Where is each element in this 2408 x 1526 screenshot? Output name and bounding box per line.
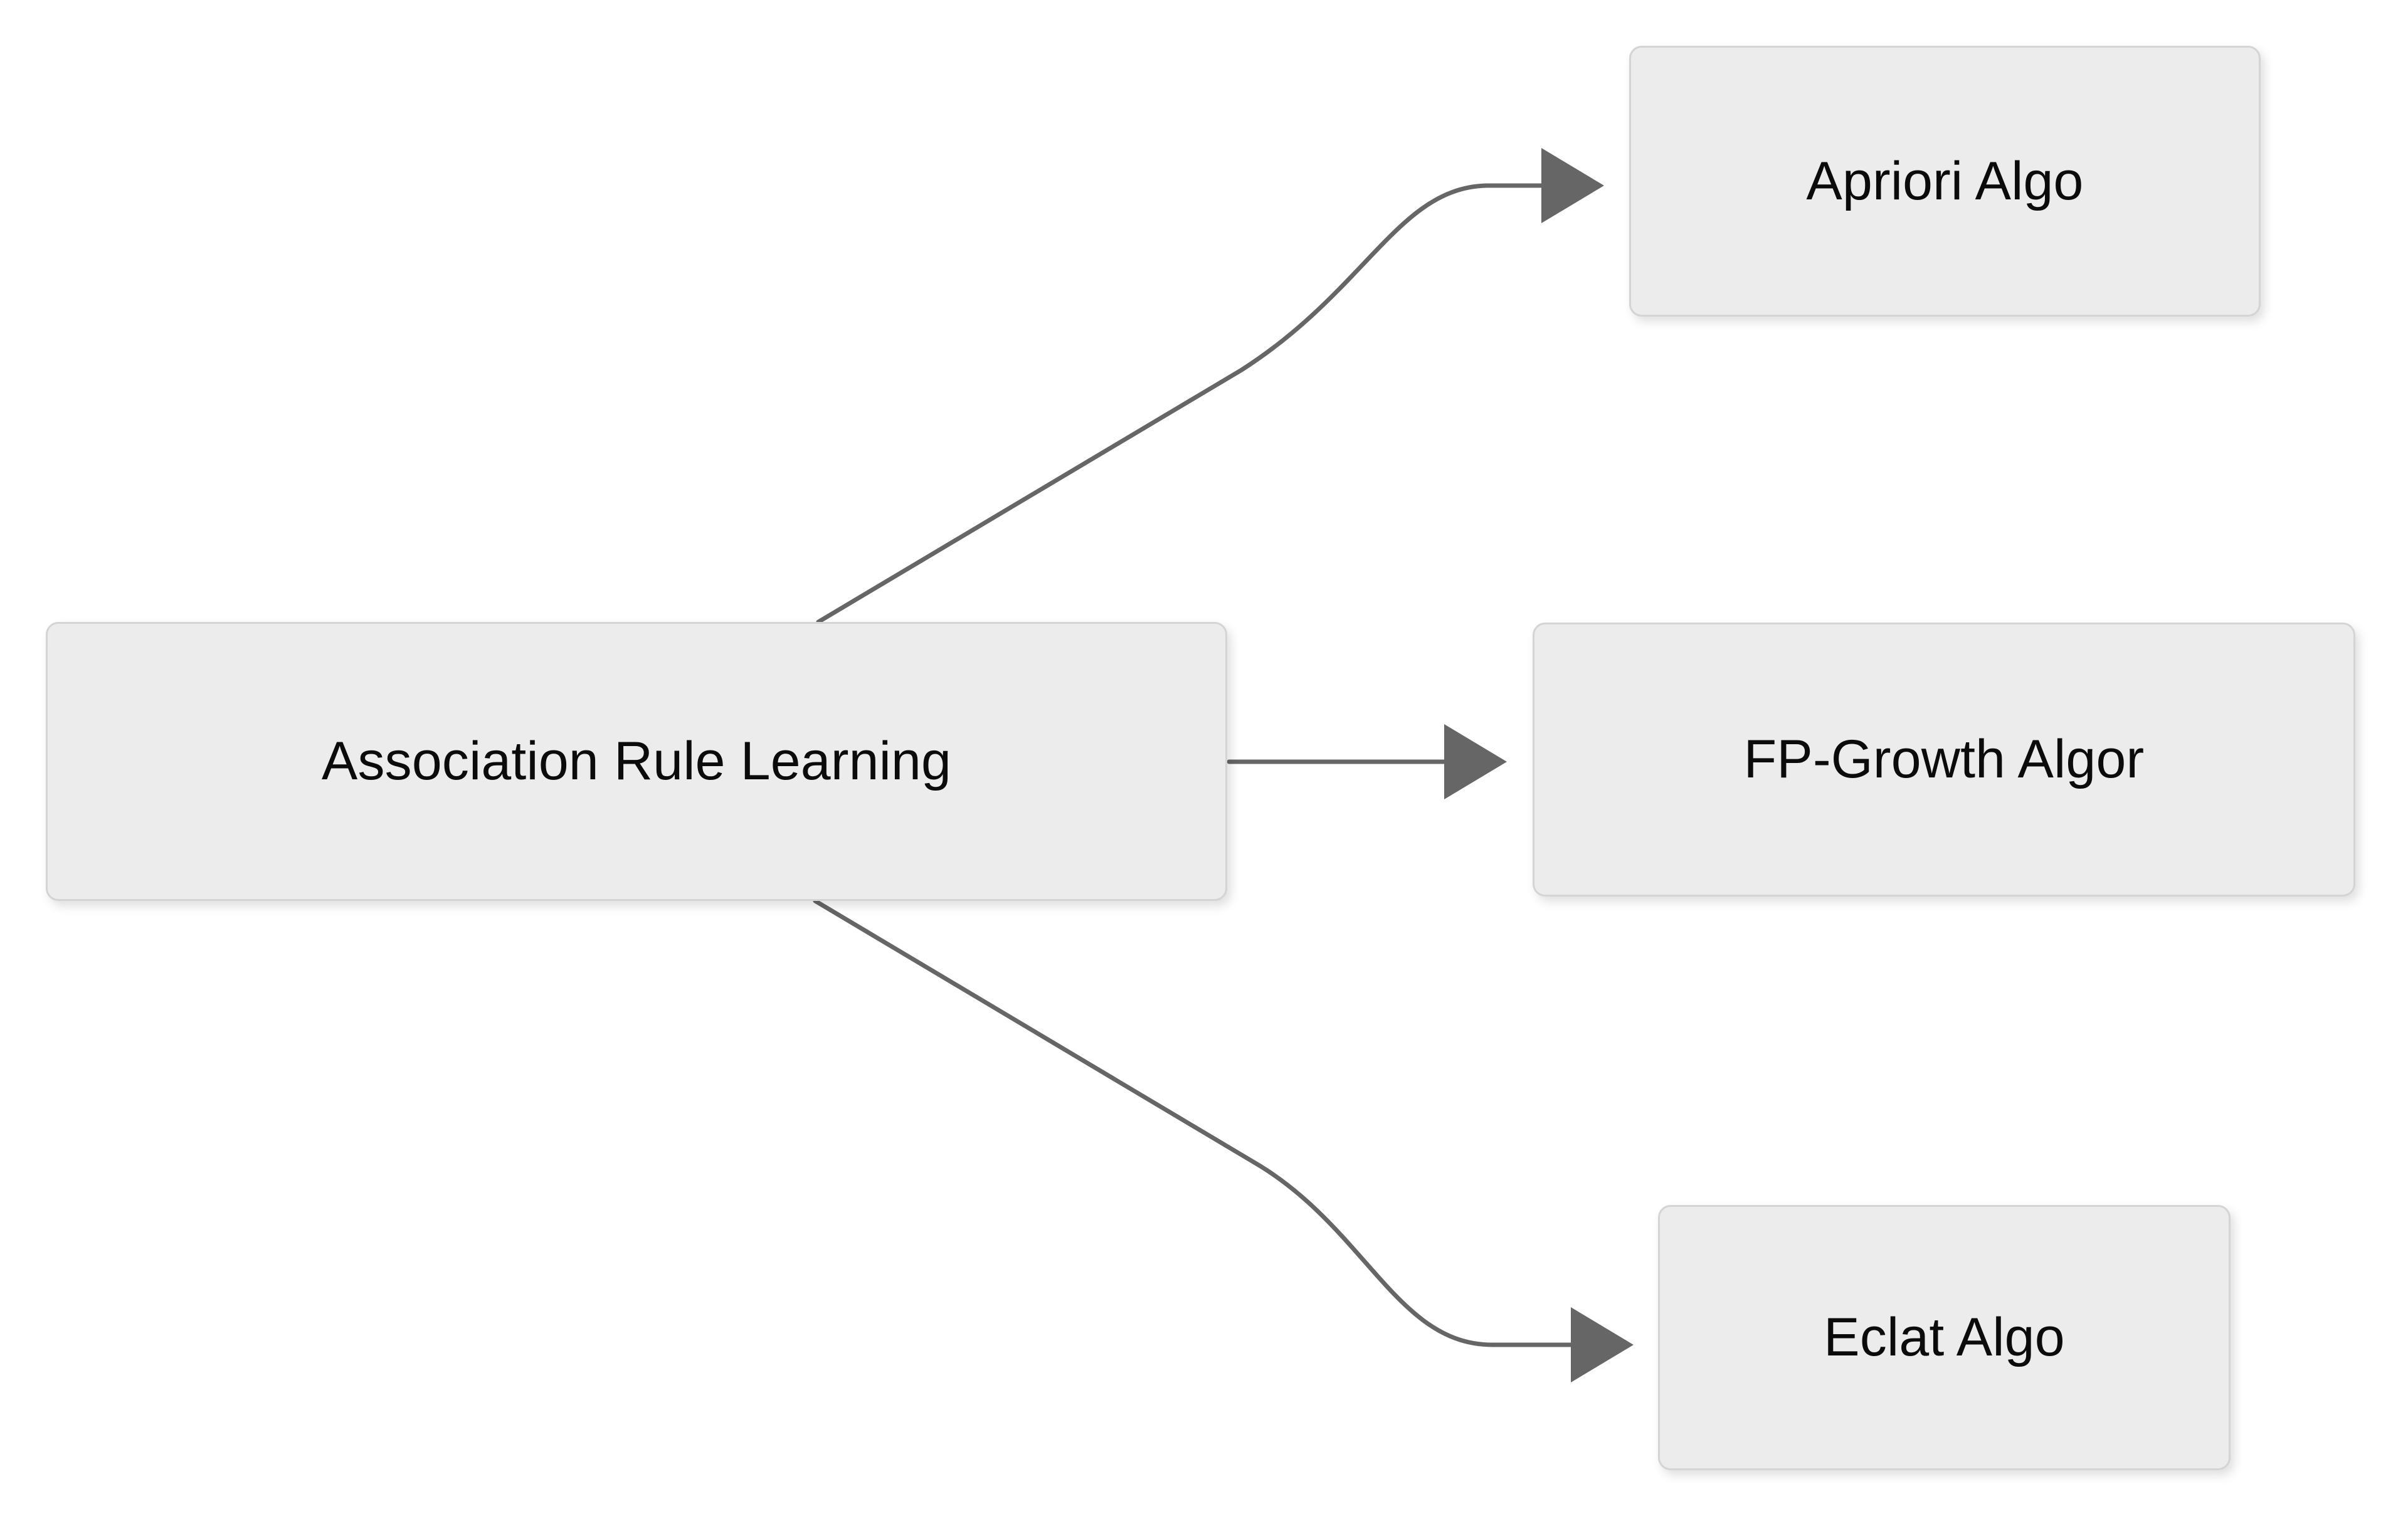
node-label: Eclat Algo xyxy=(1824,1307,2065,1368)
node-label: Association Rule Learning xyxy=(321,731,952,792)
node-label: Apriori Algo xyxy=(1806,150,2084,211)
edge-root-apriori-line xyxy=(816,183,1544,624)
node-apriori-algo[interactable]: Apriori Algo xyxy=(1629,46,2261,317)
node-association-rule-learning[interactable]: Association Rule Learning xyxy=(46,622,1227,901)
node-label: FP-Growth Algor xyxy=(1743,729,2145,790)
edge-root-fpgrowth-arrowhead xyxy=(1444,724,1507,799)
edge-root-eclat xyxy=(813,898,1634,1382)
edge-root-apriori xyxy=(816,148,1604,624)
edge-root-eclat-arrowhead xyxy=(1571,1307,1634,1382)
node-fp-growth-algor[interactable]: FP-Growth Algor xyxy=(1533,623,2355,897)
node-eclat-algo[interactable]: Eclat Algo xyxy=(1658,1205,2231,1470)
edge-root-eclat-line xyxy=(813,898,1573,1347)
edge-root-fpgrowth xyxy=(1227,724,1507,799)
edge-root-apriori-arrowhead xyxy=(1541,148,1604,223)
